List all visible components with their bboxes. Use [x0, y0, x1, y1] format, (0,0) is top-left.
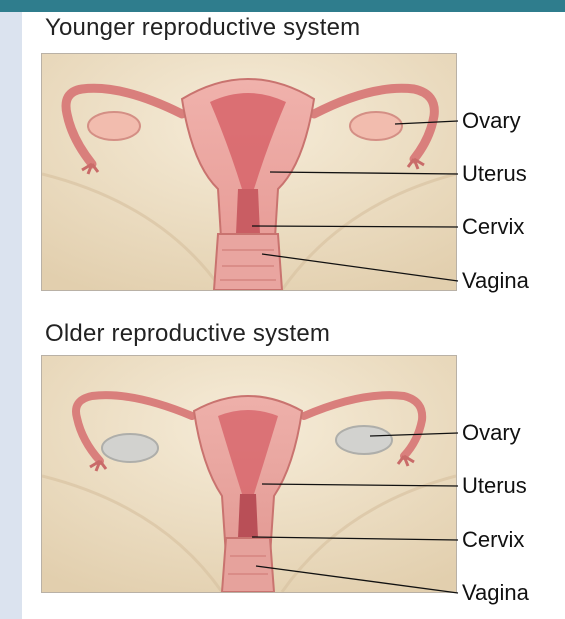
label-ovary-younger: Ovary — [462, 108, 521, 134]
label-vagina-older: Vagina — [462, 580, 529, 606]
older-anatomy-drawing — [42, 356, 456, 592]
vagina — [214, 234, 282, 290]
panel-title-older: Older reproductive system — [45, 320, 330, 348]
header-bar — [0, 0, 565, 12]
ovary-left — [102, 434, 158, 462]
label-vagina-younger: Vagina — [462, 268, 529, 294]
ovary-left — [88, 112, 140, 140]
cervix — [238, 494, 258, 538]
label-uterus-older: Uterus — [462, 473, 527, 499]
younger-anatomy-drawing — [42, 54, 456, 290]
label-cervix-younger: Cervix — [462, 214, 524, 240]
label-cervix-older: Cervix — [462, 527, 524, 553]
illustration-older — [41, 355, 457, 593]
label-uterus-younger: Uterus — [462, 161, 527, 187]
cervix — [236, 189, 260, 234]
ovary-right — [350, 112, 402, 140]
illustration-younger — [41, 53, 457, 291]
ovary-right — [336, 426, 392, 454]
label-ovary-older: Ovary — [462, 420, 521, 446]
vagina — [222, 538, 274, 592]
panel-title-younger: Younger reproductive system — [45, 14, 360, 42]
